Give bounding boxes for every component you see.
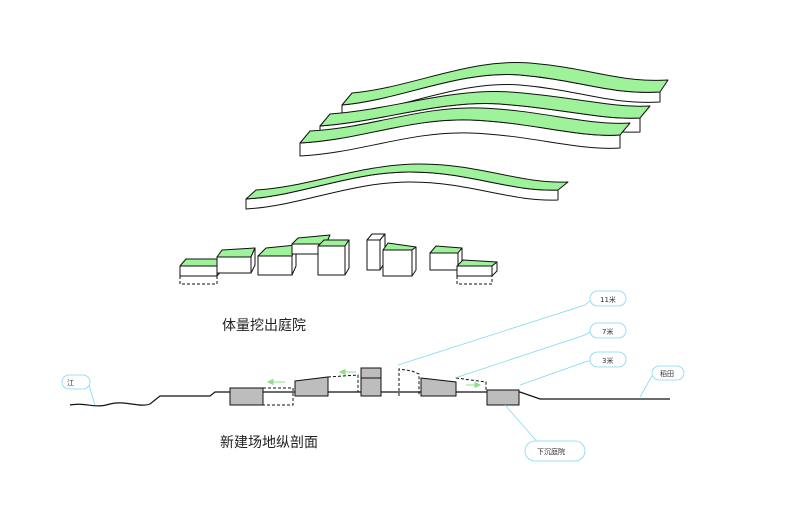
section-block-2-dashed xyxy=(327,374,359,392)
wavy-slab-lower xyxy=(299,107,631,157)
callout-river: 江 xyxy=(61,374,91,390)
callout-rice-field-label: 稻田 xyxy=(660,369,674,378)
callout-rice-field: 稻田 xyxy=(651,365,685,381)
section-block-2 xyxy=(294,376,329,397)
stacked-wavy-slabs xyxy=(299,61,669,157)
section-block-5 xyxy=(420,377,457,397)
wavy-slab-top xyxy=(341,61,669,116)
callout-level-3: 3米 xyxy=(589,351,627,368)
section-block-5-dashed xyxy=(455,377,487,392)
section-caption: 新建场地纵剖面 xyxy=(220,435,318,451)
section-block-3 xyxy=(360,367,382,397)
site-section xyxy=(69,297,670,446)
massing-blocks xyxy=(179,233,498,285)
callout-level-7: 7米 xyxy=(589,322,627,339)
massing-block-c xyxy=(366,233,417,277)
section-block-1-dashed xyxy=(262,387,294,406)
callout-river-label: 江 xyxy=(67,379,74,387)
callout-sunken-courtyard-label: 下沉庭院 xyxy=(537,447,565,456)
massing-block-d xyxy=(429,245,498,285)
section-block-1 xyxy=(229,387,264,406)
callout-level-11: 11米 xyxy=(589,290,627,307)
callout-level-7-label: 7米 xyxy=(602,327,613,336)
massing-block-b xyxy=(257,234,350,276)
callout-level-11-label: 11米 xyxy=(600,295,616,304)
movement-arrows xyxy=(266,368,482,389)
single-wavy-slab xyxy=(245,163,569,210)
callout-level-3-label: 3米 xyxy=(602,356,613,365)
callout-sunken-courtyard: 下沉庭院 xyxy=(524,440,586,462)
section-block-6 xyxy=(486,389,520,406)
massing-block-a xyxy=(179,247,256,285)
section-block-4-dashed xyxy=(398,368,420,396)
ground-line xyxy=(69,391,670,407)
massing-caption: 体量挖出庭院 xyxy=(222,318,306,334)
